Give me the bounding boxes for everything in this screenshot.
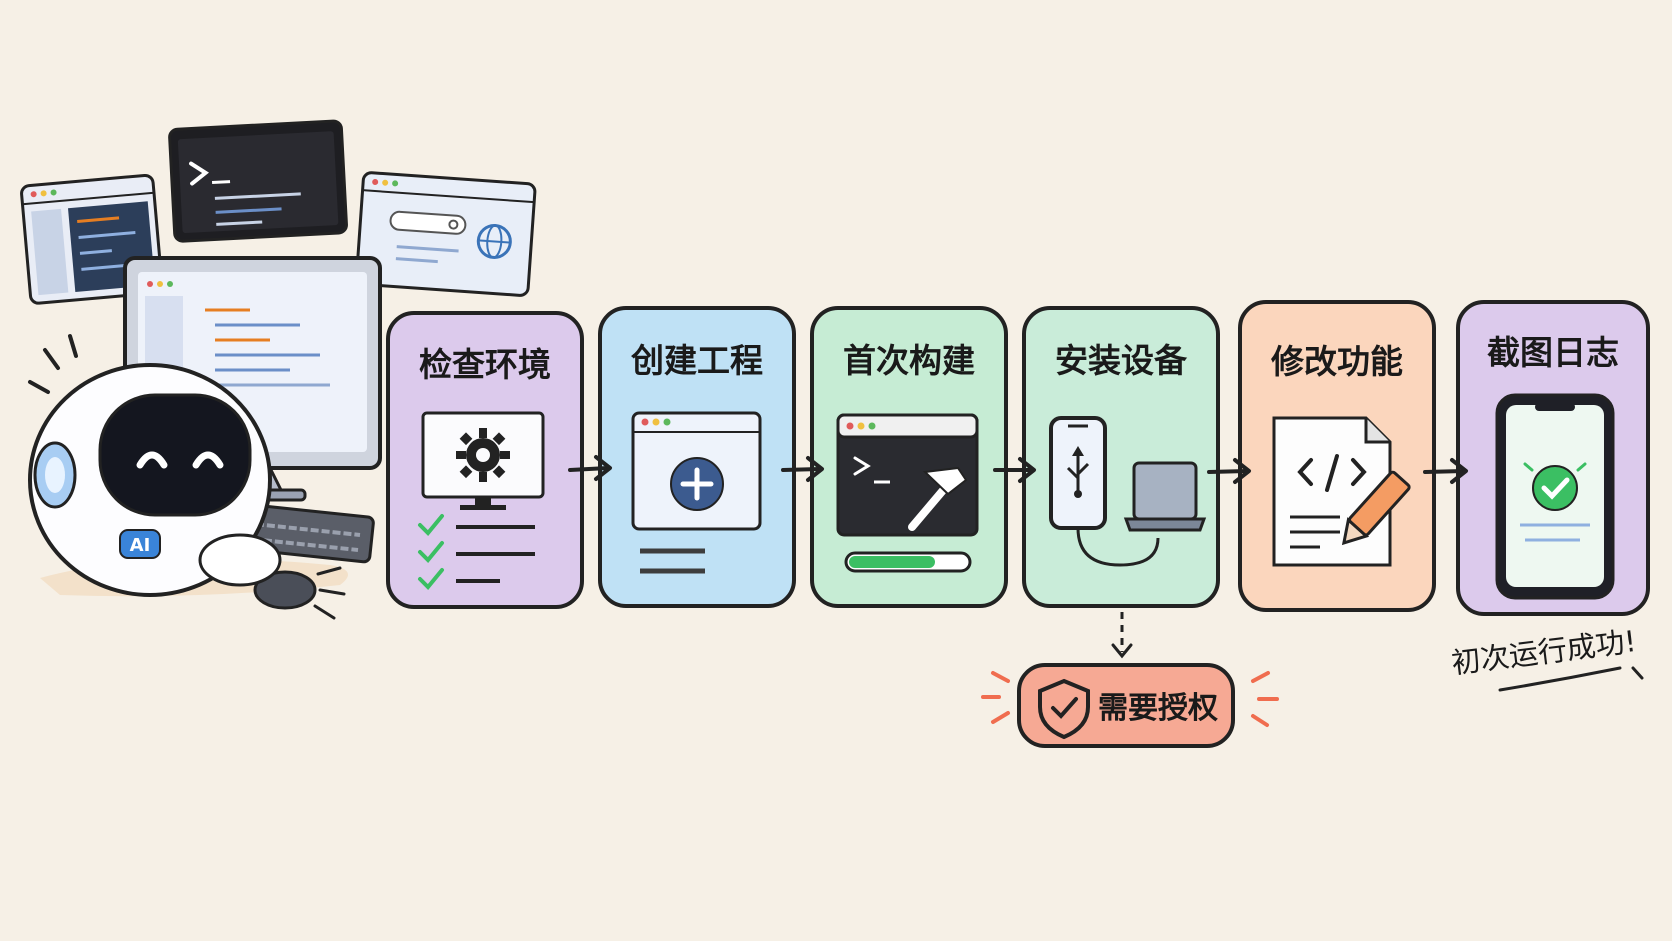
- gear-monitor-checklist-icon: [418, 411, 545, 590]
- arrow-right-icon: [1207, 458, 1251, 484]
- terminal-hammer-icon: [836, 413, 979, 573]
- step-card-modify-feature: 修改功能: [1238, 300, 1436, 612]
- arrow-right-icon: [781, 456, 824, 482]
- window-plus-icon: [631, 411, 762, 574]
- authorization-branch: 需要授权: [981, 612, 1279, 748]
- step-label: 修改功能: [1270, 342, 1403, 381]
- phone-check-icon: [1495, 393, 1615, 600]
- flow-arrows: [568, 455, 1468, 484]
- step-label: 截图日志: [1487, 333, 1619, 372]
- code-file-pencil-icon: [1272, 416, 1411, 567]
- step-label: 安装设备: [1055, 341, 1188, 380]
- step-card-install-device: 安装设备: [1022, 306, 1220, 608]
- arrow-right-icon: [1423, 458, 1468, 484]
- terminal-window-icon: [168, 119, 348, 243]
- step-card-first-build: 首次构建: [810, 306, 1008, 608]
- success-note-text: 初次运行成功!: [1450, 624, 1638, 680]
- success-note: 初次运行成功!: [1450, 624, 1644, 692]
- robot-mascot: AI: [28, 334, 346, 620]
- step-label: 首次构建: [843, 341, 975, 380]
- step-card-check-environment: 检查环境: [386, 311, 584, 609]
- file-browser-window-icon: [20, 173, 164, 305]
- step-card-create-project: 创建工程: [598, 306, 796, 608]
- browser-globe-window-icon: [355, 171, 537, 297]
- robot-badge: AI: [130, 535, 151, 556]
- authorization-label: 需要授权: [1098, 691, 1218, 726]
- shield-check-icon: [1038, 678, 1090, 740]
- arrow-right-icon: [993, 457, 1036, 483]
- arrow-right-icon: [568, 455, 612, 481]
- phone-usb-laptop-icon: [1049, 416, 1207, 567]
- step-label: 创建工程: [630, 341, 763, 380]
- step-card-screenshot-log: 截图日志: [1456, 300, 1650, 616]
- step-label: 检查环境: [419, 345, 551, 384]
